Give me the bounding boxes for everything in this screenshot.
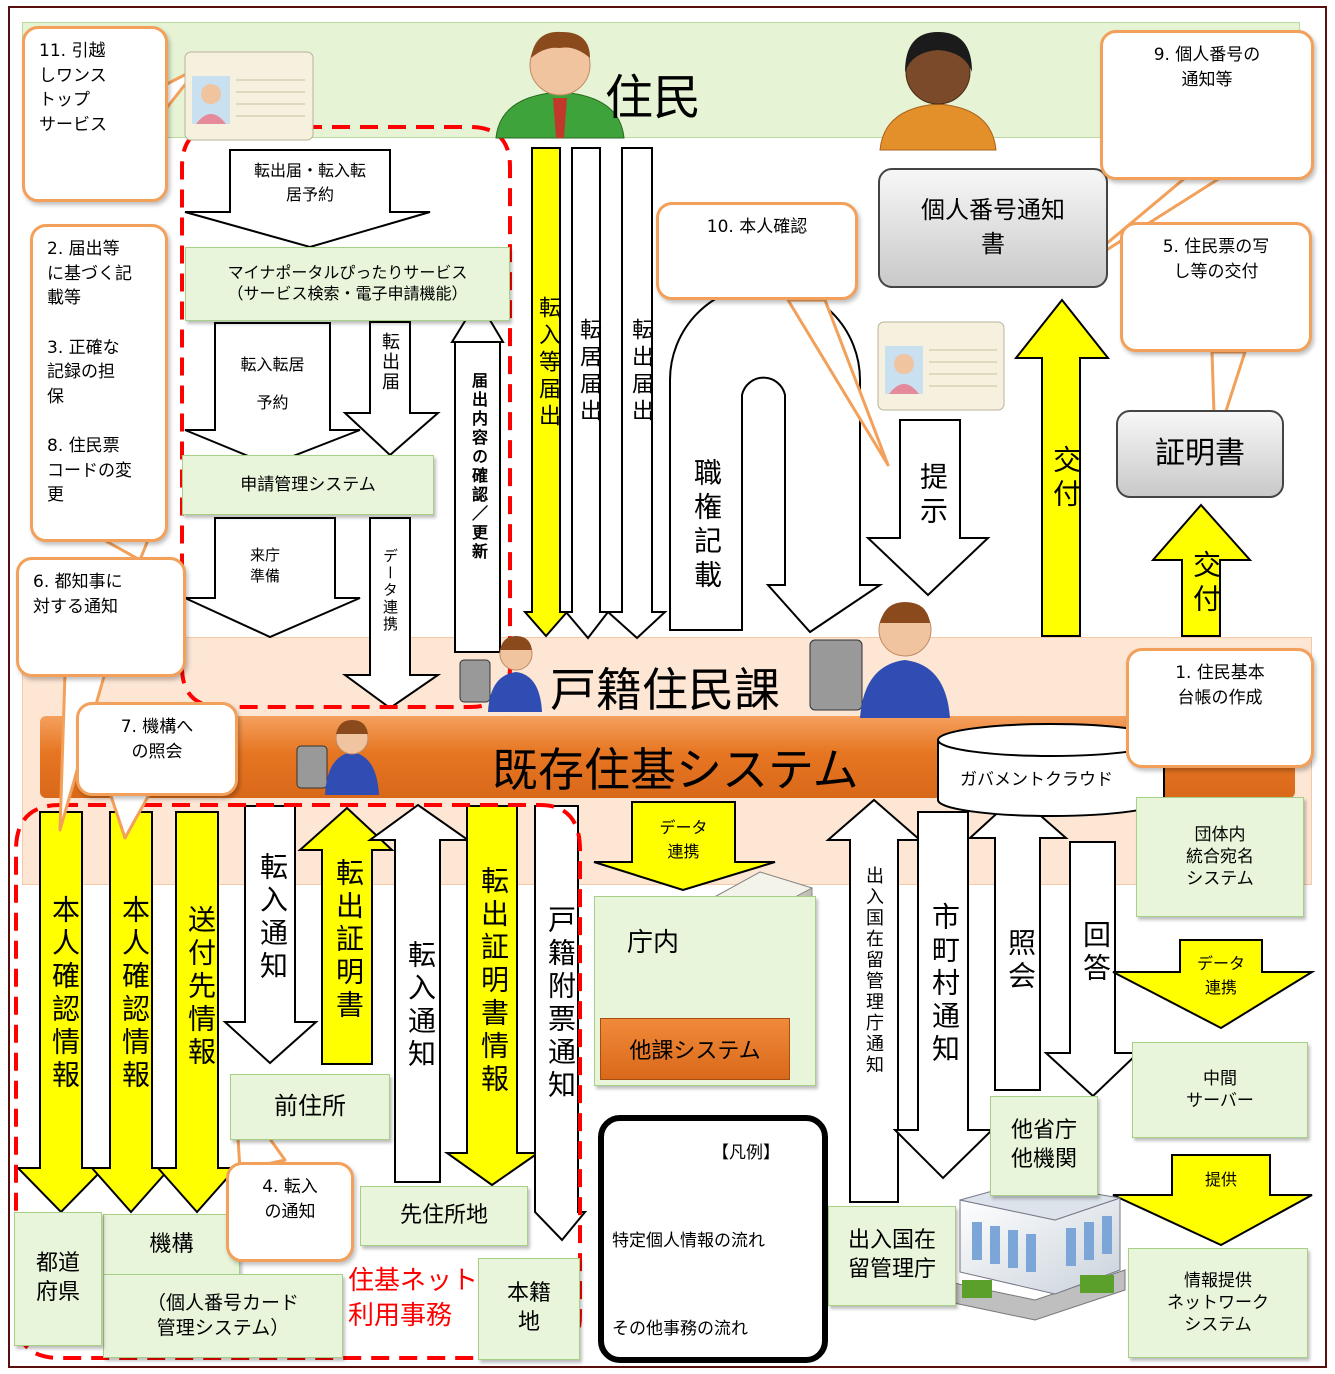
callout-kikou-shokai: 7. 機構へ の照会 [76, 702, 238, 796]
nyukan-box: 出入国在 留管理庁 [828, 1206, 956, 1306]
clerk-figure-1 [459, 636, 542, 712]
kikou-card-system-box: （個人番号カード 管理システム） [103, 1274, 343, 1358]
mae-jusho-box: 前住所 [230, 1074, 390, 1140]
jukinet-riyo-label: 住基ネット 利用事務 [348, 1266, 479, 1332]
arrow-kakunin-koshin [454, 339, 501, 653]
arrow-raicho [184, 517, 361, 639]
arrow-teiji [865, 419, 991, 597]
arrow-tenshutsu-shomei [297, 806, 395, 1065]
arrow-tenshutsu-todoke [342, 321, 441, 457]
arrow-tennyu-todoke [522, 147, 570, 638]
callout-8-text: 8. 住民票 コードの変 更 [47, 436, 132, 506]
gov-cloud-cylinder [937, 723, 1165, 817]
onestop-region-dashed [180, 125, 512, 709]
todofuken-box: 都道 府県 [14, 1212, 102, 1346]
callout-tennyu-tsuchi: 4. 転入 の通知 [226, 1162, 354, 1262]
taka-system-box: 他課システム [600, 1018, 790, 1080]
tail-10 [786, 298, 890, 467]
id-card-image-1 [184, 51, 314, 141]
arrow-tennyu-yoyaku [184, 322, 361, 467]
arrow-tenkyo-todoke [563, 147, 611, 640]
arrow-data-renkei-chukan [1112, 939, 1316, 1030]
callout-2-text: 2. 届出等 に基づく記 載等 [47, 239, 132, 309]
callout-jumihyo-kofu: 5. 住民票の写 し等の交付 [1120, 222, 1312, 352]
arrow-shichoson [892, 811, 995, 1180]
callout-tochiji: 6. 都知事に 対する通知 [16, 557, 186, 677]
arrow-kaito [1043, 841, 1141, 1098]
chonai-label: 庁内 [627, 928, 680, 958]
arrow-kofu-2 [1150, 503, 1253, 637]
chukan-server-box: 中間 サーバー [1132, 1042, 1308, 1138]
clerk-figure-2 [809, 602, 950, 718]
callout-kihon-daicho: 1. 住民基本 台帳の作成 [1126, 648, 1314, 768]
resident-female-figure [879, 32, 997, 151]
shinsei-kanri-system-box: 申請管理システム [182, 455, 434, 515]
legend-specific-flow: 特定個人情報の流れ [612, 1231, 765, 1251]
kojin-bango-tsuchisho-box: 個人番号通知 書 [878, 168, 1108, 288]
kikou-box: 機構 [103, 1214, 240, 1276]
arrow-shokken-uturn [669, 284, 884, 634]
shomeisho-box: 証明書 [1116, 410, 1284, 498]
arrow-data-renkei-chonai [593, 801, 776, 892]
arrow-tennyu-tsuchi2 [366, 803, 472, 1183]
id-card-image-2 [877, 321, 1005, 411]
government-building-image [929, 1181, 1126, 1321]
arrow-tenshutsu-yoyaku [184, 149, 431, 249]
saki-jushochi-box: 先住所地 [360, 1186, 528, 1246]
arrow-tenshutsu-shomei-jouhou [443, 805, 542, 1187]
arrow-shokai [967, 793, 1069, 1091]
callout-honnin-kakunin: 10. 本人確認 [656, 202, 858, 300]
honsekichi-box: 本籍 地 [478, 1258, 580, 1360]
resident-male-figure [495, 31, 625, 139]
arrow-nyukan-tsuchi [825, 798, 923, 1203]
kizon-jukisystem-label: 既存住基システム [492, 743, 859, 797]
callout-onestop: 11. 引越 しワンス トップ サービス [22, 26, 168, 202]
callout-kojin-bango-tsuchi: 9. 個人番号の 通知等 [1100, 30, 1314, 180]
legend-title: 【凡例】 [712, 1143, 780, 1163]
clerk-figure-3 [296, 720, 379, 795]
arrow-tenshutsu-todoke2 [605, 147, 668, 640]
callout-3-text: 3. 正確な 記録の担 保 [47, 337, 120, 407]
jumin-label: 住民 [605, 70, 702, 126]
dantai-atena-system-box: 団体内 統合宛名 システム [1136, 797, 1304, 917]
legend-other-flow: その他事務の流れ [612, 1319, 748, 1339]
arrow-honnin-1 [15, 811, 107, 1214]
arrow-data-renkei [341, 517, 442, 710]
diagram-frame [8, 6, 1327, 1368]
mynaportal-box: マイナポータルぴったりサービス （サービス検索・電子申請機能） [185, 247, 510, 321]
arrow-sofusaki [155, 811, 239, 1214]
gov-cloud-label: ガバメントクラウド [960, 770, 1113, 790]
koseki-jumin-ka-label: 戸籍住民課 [550, 663, 780, 717]
jouhou-teikyo-network-box: 情報提供 ネットワーク システム [1128, 1248, 1308, 1358]
arrow-kofu-1 [1013, 298, 1111, 637]
arrow-tennyu-tsuchi [222, 805, 319, 1065]
legend-box [598, 1115, 828, 1363]
callout-kisai: 2. 届出等 に基づく記 載等 3. 正確な 記録の担 保 8. 住民票 コード… [30, 224, 168, 542]
arrow-honnin-2 [89, 811, 173, 1214]
arrow-koseki-fuhyo [534, 805, 588, 1242]
tashocho-box: 他省庁 他機関 [990, 1096, 1098, 1196]
arrow-teikyo [1112, 1154, 1313, 1247]
